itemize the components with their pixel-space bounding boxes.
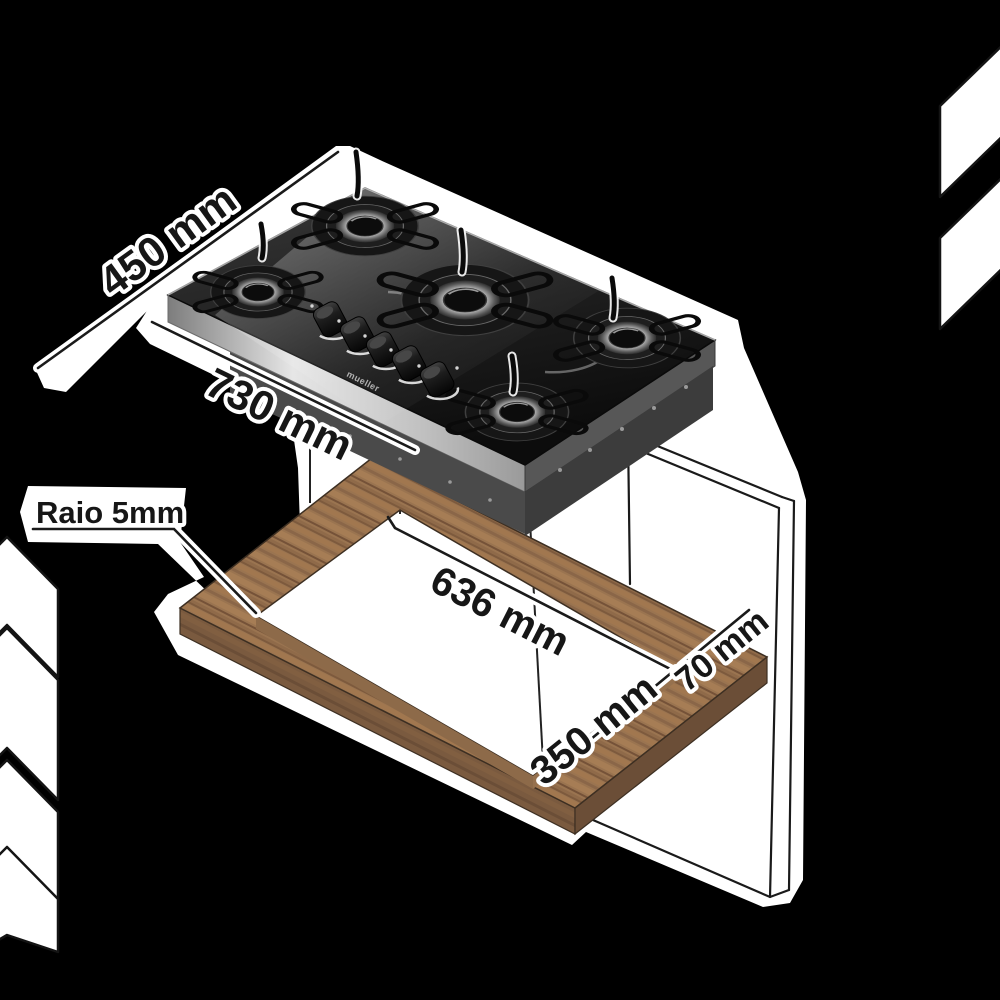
right-chevrons bbox=[938, 45, 1000, 331]
knob bbox=[312, 301, 455, 398]
dimension-line-450 bbox=[33, 147, 343, 373]
chevron-up-icon bbox=[938, 45, 1000, 199]
dimension-line-70 bbox=[676, 605, 754, 671]
chevron-up-icon bbox=[0, 626, 60, 802]
dimension-lines bbox=[28, 147, 754, 782]
chevron-up-icon bbox=[938, 177, 1000, 331]
burner bbox=[290, 196, 439, 256]
left-chevrons bbox=[0, 535, 60, 954]
grate-spikes bbox=[256, 147, 619, 397]
chevron-up-icon bbox=[0, 535, 60, 679]
dimension-line-730 bbox=[147, 317, 420, 455]
ignition-marks bbox=[310, 304, 459, 370]
burner bbox=[552, 308, 701, 368]
cutout-inner-face bbox=[256, 616, 533, 789]
control-knobs bbox=[310, 301, 460, 401]
chassis-screws bbox=[298, 385, 688, 502]
burner bbox=[192, 266, 324, 319]
corner-radius-label: Raio 5mm bbox=[36, 495, 184, 530]
cooktop-under-box-right bbox=[525, 366, 713, 536]
chevron-up-icon bbox=[0, 845, 60, 954]
dimension-line-350 bbox=[540, 664, 681, 782]
dimension-line-636 bbox=[386, 515, 685, 679]
radius-leader-line bbox=[28, 524, 261, 618]
